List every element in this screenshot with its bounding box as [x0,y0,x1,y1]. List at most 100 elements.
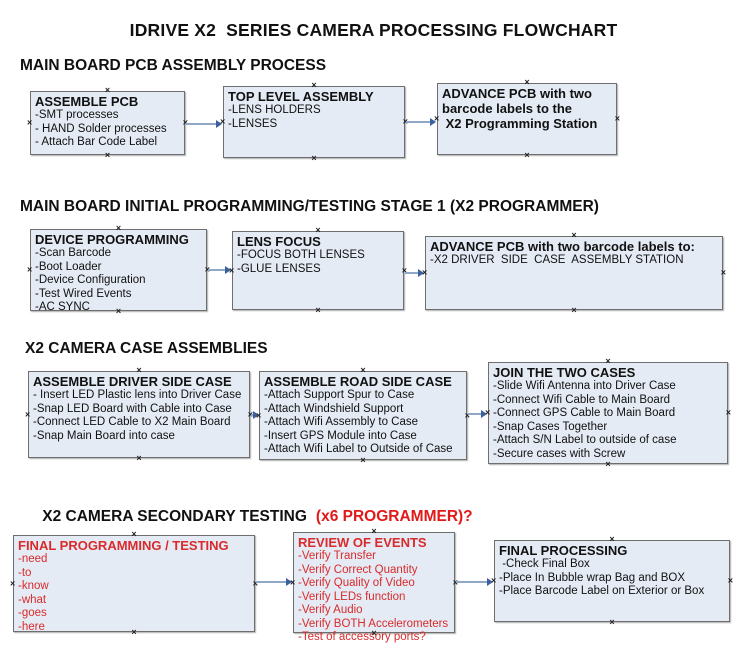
box-item: -LENSES [228,117,278,130]
connection-handle [524,78,529,87]
connection-handle [105,86,110,95]
box-item: -Verify Correct Quantity [298,563,418,576]
connection-handle [25,410,30,419]
box-item: -Snap Cases Together [493,420,608,433]
box-item: -goes [18,607,47,619]
box-item: -Test Wired Events [35,287,132,300]
connection-handle [609,535,614,544]
arrow-head-icon [430,117,436,126]
section-header-initial-programming: MAIN BOARD INITIAL PROGRAMMING/TESTING S… [20,198,599,215]
box-item: -Attach S/N Label to outside of case [493,434,677,446]
box-title: ASSEMBLE DRIVER SIDE CASE [33,374,232,389]
connection-handle [116,224,121,233]
arrow-head-icon [216,119,222,128]
box-item: -Verify BOTH Accelerometers [298,617,449,630]
flow-box-assemble-pcb: ASSEMBLE PCB -SMT processes - HAND Solde… [30,91,185,155]
box-item: -Secure cases with Screw [493,447,626,460]
box-item: -Verify LEDs function [298,590,406,603]
box-item: -Boot Loader [35,260,102,273]
connection-handle [371,527,376,536]
box-title: DEVICE PROGRAMMING [35,232,189,247]
box-title: TOP LEVEL ASSEMBLY [228,89,374,104]
page-title: IDRIVE X2 SERIES CAMERA PROCESSING FLOWC… [129,20,618,40]
box-item: -X2 DRIVER SIDE CASE ASSEMBLY STATION [430,254,684,266]
connection-handle [434,115,439,124]
box-item: -Verify Transfer [298,550,376,562]
flow-box-lens-focus: LENS FOCUS -FOCUS BOTH LENSES -GLUE LENS… [232,231,404,310]
connection-handle [360,456,365,465]
flow-box-review-of-events: REVIEW OF EVENTS -Verify Transfer -Verif… [293,532,455,643]
arrow-head-icon [225,265,231,274]
box-item: -what [18,593,47,606]
connection-handle [491,577,496,586]
box-item: -Insert GPS Module into Case [264,429,417,442]
connection-handle [422,269,427,278]
flow-box-final-programming-testing: FINAL PROGRAMMING / TESTING -need -to -k… [13,535,255,633]
box-item: -Connect Wifi Cable to Main Board [493,393,671,406]
box-item: - Attach Bar Code Label [35,136,158,148]
flow-box-final-processing: FINAL PROCESSING -Check Final Box -Place… [494,540,730,622]
arrow-line [251,413,253,416]
box-item: -SMT processes [35,109,119,121]
arrow-line [468,412,481,415]
box-title: JOIN THE TWO CASES [493,365,636,380]
flow-arrow [405,268,424,277]
arrow-line [186,122,216,125]
box-item: -Snap LED Board with Cable into Case [33,402,232,415]
box-item: -LENS HOLDERS [228,104,321,116]
box-item: -Connect GPS Cable to Main Board [493,407,676,419]
box-item: -Scan Barcode [35,247,112,259]
connection-handle [609,618,614,627]
connection-handle [524,151,529,160]
arrow-head-icon [481,409,487,418]
arrow-head-icon [418,268,424,277]
connection-handle [131,628,136,637]
box-title: REVIEW OF EVENTS [298,535,427,550]
connection-handle [131,530,136,539]
box-item: -Attach Wifi Label to Outside of Case [264,443,453,455]
arrow-line [456,580,487,583]
connection-handle [315,306,320,315]
connection-handle [615,115,620,124]
connection-handle [571,306,576,315]
arrow-line [208,268,225,271]
box-item: -need [18,553,48,565]
box-item: -Test of accessory ports? [298,631,426,643]
arrow-line [406,120,430,123]
box-item: - HAND Solder processes [35,122,167,135]
connection-handle [311,154,316,163]
box-title: LENS FOCUS [237,234,321,249]
connection-handle [315,226,320,235]
box-item: -Attach Windshield Support [264,402,404,415]
connection-handle [605,357,610,366]
connection-handle [571,231,576,240]
box-title: FINAL PROGRAMMING / TESTING [18,538,229,553]
flow-arrow [186,119,222,128]
box-title: ADVANCE PCB with two barcode labels to: [430,239,695,254]
arrow-head-icon [286,577,292,586]
arrow-head-icon [487,577,493,586]
flow-box-device-programming: DEVICE PROGRAMMING -Scan Barcode -Boot L… [30,229,207,313]
box-item: -to [18,566,32,579]
flow-arrow [208,265,231,274]
flow-arrow [256,577,292,586]
box-title: ASSEMBLE ROAD SIDE CASE [264,374,452,389]
flow-arrow [456,577,493,586]
connection-handle [27,119,32,128]
box-item: -know [18,580,49,592]
box-item: -Check Final Box [499,558,590,570]
flow-box-assemble-driver-side-case: ASSEMBLE DRIVER SIDE CASE - Insert LED P… [28,371,250,458]
box-item: -Slide Wifi Antenna into Driver Case [493,380,676,392]
connection-handle [116,307,121,316]
connection-handle [721,269,726,278]
box-item: -GLUE LENSES [237,262,321,275]
connection-handle [371,629,376,638]
connection-handle [360,366,365,375]
flow-arrow [406,117,436,126]
connection-handle [220,118,225,127]
flow-box-advance-pcb-programming-station: ADVANCE PCB with two barcode labels to t… [437,83,617,155]
box-item: -Attach Wifi Assembly to Case [264,416,419,428]
connection-handle [105,151,110,160]
connection-handle [485,409,490,418]
flow-box-assemble-road-side-case: ASSEMBLE ROAD SIDE CASE -Attach Support … [259,371,467,460]
